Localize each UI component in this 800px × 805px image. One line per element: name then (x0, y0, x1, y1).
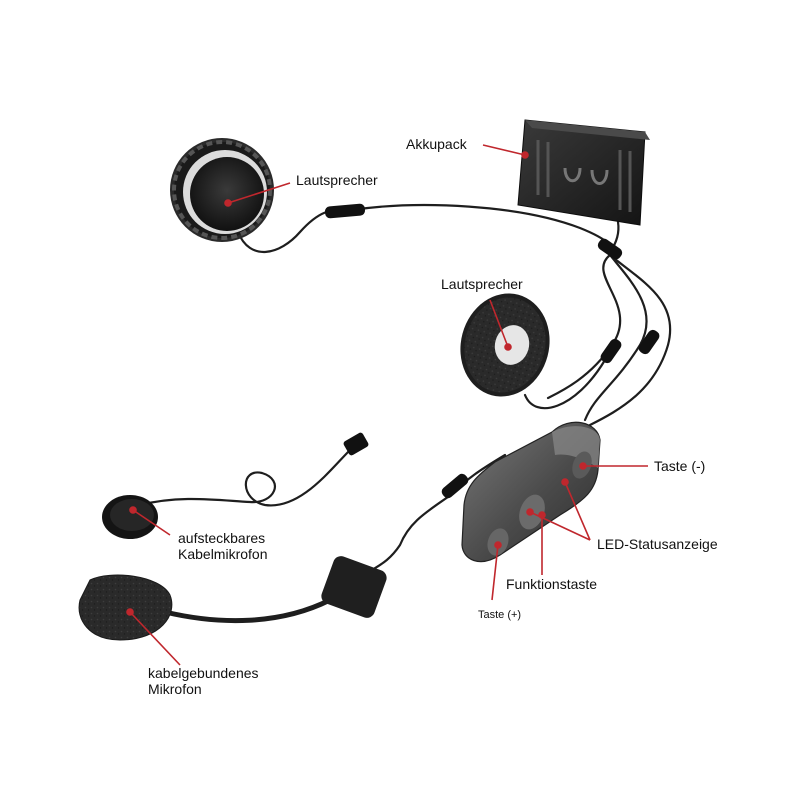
cable-attachable-mic (138, 448, 352, 507)
battery-ribs (536, 140, 632, 212)
leader-lines (126, 144, 648, 666)
connector-attachable-plug (343, 432, 369, 456)
cable-harness-c (546, 253, 622, 400)
cable-right-speaker (523, 358, 607, 410)
label-attachable-mic: aufsteckbares Kabelmikrofon (178, 530, 268, 562)
label-speaker-right: Lautsprecher (441, 276, 523, 292)
cable-harness-a (588, 253, 672, 427)
cable-left-speaker (236, 204, 614, 257)
connector-harness-2 (600, 338, 622, 364)
connector-top (324, 203, 366, 219)
label-led-status: LED-Statusanzeige (597, 536, 718, 552)
attachable-mic (102, 495, 158, 539)
connector-harness-3 (638, 329, 660, 355)
inline-connectors (324, 203, 660, 499)
label-wired-mic: kabelgebundenes Mikrofon (148, 665, 259, 697)
main-unit (461, 421, 601, 563)
label-speaker-left: Lautsprecher (296, 172, 378, 188)
wired-mic (78, 556, 387, 641)
connector-mic-cable (441, 473, 469, 499)
speaker-left (170, 138, 274, 242)
label-wired-mic-line1: kabelgebundenes (148, 665, 259, 681)
label-wired-mic-line2: Mikrofon (148, 681, 202, 697)
label-attachable-mic-line2: Kabelmikrofon (178, 546, 268, 562)
label-function-button: Funktionstaste (506, 576, 598, 592)
label-battery-pack: Akkupack (406, 136, 467, 152)
label-button-minus: Taste (-) (654, 458, 706, 474)
battery-pack (517, 119, 650, 226)
cable-device-to-mic (370, 453, 507, 572)
label-attachable-mic-line1: aufsteckbares (178, 530, 266, 546)
connector-harness-1 (597, 238, 623, 260)
wired-mic-base (321, 556, 387, 618)
label-button-plus: Taste (+) (478, 609, 522, 621)
mic-boom (162, 597, 333, 624)
